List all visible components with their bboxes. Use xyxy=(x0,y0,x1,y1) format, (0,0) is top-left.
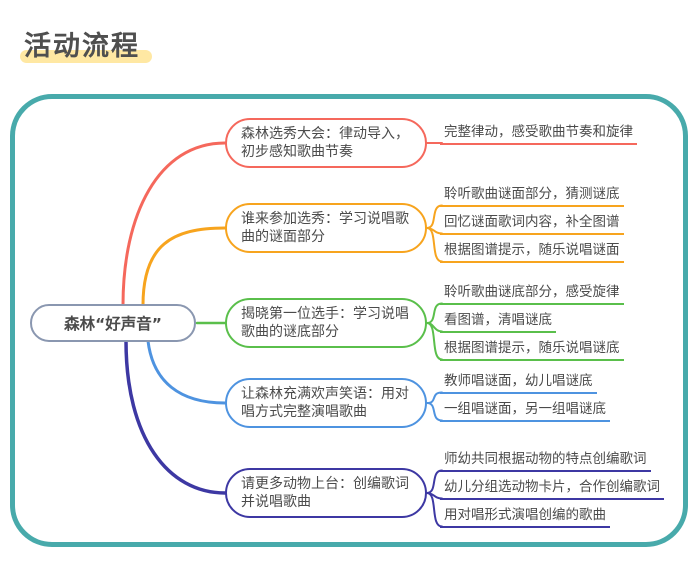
branch-node-3: 揭晓第一位选手：学习说唱歌曲的谜底部分 xyxy=(225,298,427,348)
branch-node-4: 让森林充满欢声笑语：用对唱方式完整演唱歌曲 xyxy=(225,378,427,428)
branch-node-2: 谁来参加选秀：学习说唱歌曲的谜面部分 xyxy=(225,203,427,253)
page-title-text: 活动流程 xyxy=(24,31,140,62)
sub-item: 完整律动，感受歌曲节奏和旋律 xyxy=(440,124,637,145)
branch-5-sub-3-link xyxy=(426,492,443,528)
sub-item: 师幼共同根据动物的特点创编歌词 xyxy=(440,451,651,472)
sub-item: 根据图谱提示，随乐说唱谜底 xyxy=(440,340,624,361)
title-highlight-bar xyxy=(20,50,152,63)
mindmap-frame xyxy=(10,94,688,547)
sub-item: 回忆谜面歌词内容，补全图谱 xyxy=(440,214,624,235)
sub-item: 根据图谱提示，随乐说唱谜面 xyxy=(440,242,624,263)
sub-item: 一组唱谜面，另一组唱谜底 xyxy=(440,401,610,422)
root-to-branch-4-link xyxy=(146,339,227,405)
branch-node-1: 森林选秀大会：律动导入，初步感知歌曲节奏 xyxy=(225,118,427,168)
branch-2-sub-3-link xyxy=(426,227,443,263)
branch-3-sub-3-link xyxy=(426,322,443,361)
sub-item: 聆听歌曲谜面部分，猜测谜底 xyxy=(440,186,624,207)
sub-item: 用对唱形式演唱创编的歌曲 xyxy=(440,507,610,528)
page-title: 活动流程 xyxy=(20,24,152,63)
sub-item: 教师唱谜面，幼儿唱谜底 xyxy=(440,373,597,394)
sub-item: 幼儿分组选动物卡片，合作创编歌词 xyxy=(440,479,664,500)
sub-item: 聆听歌曲谜底部分，感受旋律 xyxy=(440,284,624,305)
root-to-branch-1-link xyxy=(121,141,227,307)
sub-item: 看图谱，清唱谜底 xyxy=(440,312,556,333)
root-node: 森林“好声音” xyxy=(30,304,196,342)
root-to-branch-5-link xyxy=(124,339,227,495)
root-to-branch-2-link xyxy=(141,226,227,307)
branch-4-sub-2-link xyxy=(426,402,443,422)
branch-node-5: 请更多动物上台：创编歌词并说唱歌曲 xyxy=(225,468,427,518)
